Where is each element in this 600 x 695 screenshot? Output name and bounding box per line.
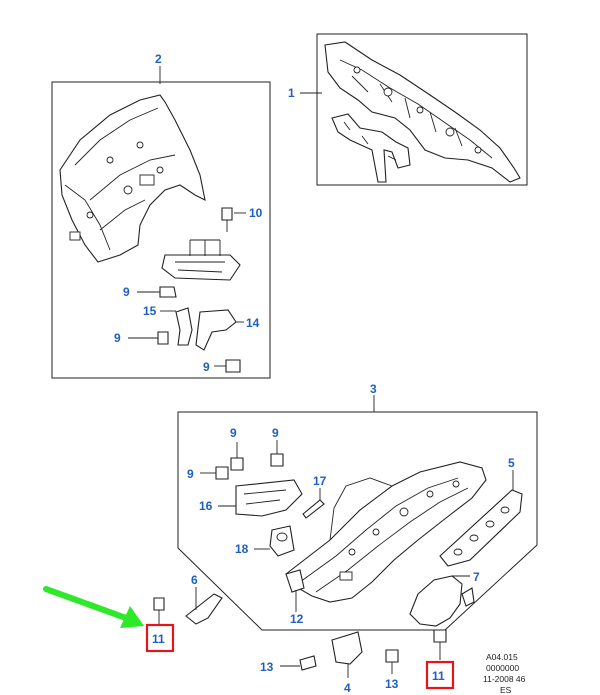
callout-4: 4 bbox=[344, 681, 351, 695]
callout-14: 14 bbox=[246, 316, 260, 330]
part-16-mount bbox=[218, 479, 303, 517]
callout-6: 6 bbox=[191, 573, 198, 587]
callout-9-a: 9 bbox=[123, 285, 130, 299]
part-10-bolt bbox=[221, 207, 246, 232]
callout-13-a: 13 bbox=[260, 660, 274, 674]
callout-16: 16 bbox=[199, 499, 213, 513]
side-member-drawing bbox=[285, 461, 487, 612]
part-13-bolt-a bbox=[280, 655, 317, 671]
part-11-bolt-b bbox=[433, 629, 447, 660]
highlight-box-11-b bbox=[425, 660, 455, 690]
callout-9-f: 9 bbox=[187, 467, 194, 481]
part-18-mount bbox=[254, 525, 295, 557]
part-7-panel bbox=[409, 575, 475, 627]
part-9-bolt-a bbox=[137, 286, 177, 298]
stamp-line-1: A04.015 bbox=[486, 652, 518, 662]
stamp-line-3: 11-2008 46 bbox=[483, 674, 526, 684]
callout-9-d: 9 bbox=[230, 426, 237, 440]
part-4-bracket bbox=[331, 631, 363, 678]
part-6-bracket bbox=[185, 587, 223, 625]
part-17-clip bbox=[302, 488, 325, 519]
frame-part-1 bbox=[316, 33, 528, 186]
callout-13-b: 13 bbox=[385, 677, 399, 691]
dash-panel-drawing bbox=[324, 41, 521, 183]
part-9-bolt-c bbox=[214, 359, 241, 373]
callout-9-b: 9 bbox=[114, 331, 121, 345]
stamp-line-4: ES bbox=[500, 685, 512, 695]
part-11-bolt-a bbox=[153, 597, 165, 624]
callout-2: 2 bbox=[155, 52, 162, 66]
callout-1: 1 bbox=[288, 86, 295, 100]
green-pointer-arrow bbox=[43, 586, 144, 628]
part-13-bolt-b bbox=[385, 649, 399, 674]
part-15-bracket bbox=[160, 307, 193, 346]
callout-9-e: 9 bbox=[272, 426, 279, 440]
callout-18: 18 bbox=[235, 542, 249, 556]
callout-15: 15 bbox=[143, 304, 157, 318]
part-14-bracket bbox=[195, 309, 244, 351]
stamp-line-2: 0000000 bbox=[486, 663, 519, 673]
callout-10: 10 bbox=[249, 206, 263, 220]
callout-9-c: 9 bbox=[203, 360, 210, 374]
callout-11-b: 11 bbox=[432, 669, 445, 683]
part-9-bolt-e bbox=[270, 440, 284, 467]
callout-3: 3 bbox=[370, 382, 377, 396]
highlight-box-11-a bbox=[145, 623, 175, 653]
callout-11-a: 11 bbox=[152, 632, 165, 646]
callout-17: 17 bbox=[313, 474, 327, 488]
part-5-rail bbox=[439, 470, 523, 567]
callout-12: 12 bbox=[290, 612, 304, 626]
part-9-bolt-f bbox=[200, 466, 229, 480]
part-9-bolt-d bbox=[230, 442, 244, 471]
bracket-plate-drawing bbox=[161, 239, 241, 281]
part-9-bolt-b bbox=[128, 331, 169, 345]
callout-5: 5 bbox=[508, 456, 515, 470]
callout-7: 7 bbox=[473, 570, 480, 584]
inner-wheelhouse-drawing bbox=[59, 94, 206, 263]
frame-part-2 bbox=[51, 81, 271, 379]
